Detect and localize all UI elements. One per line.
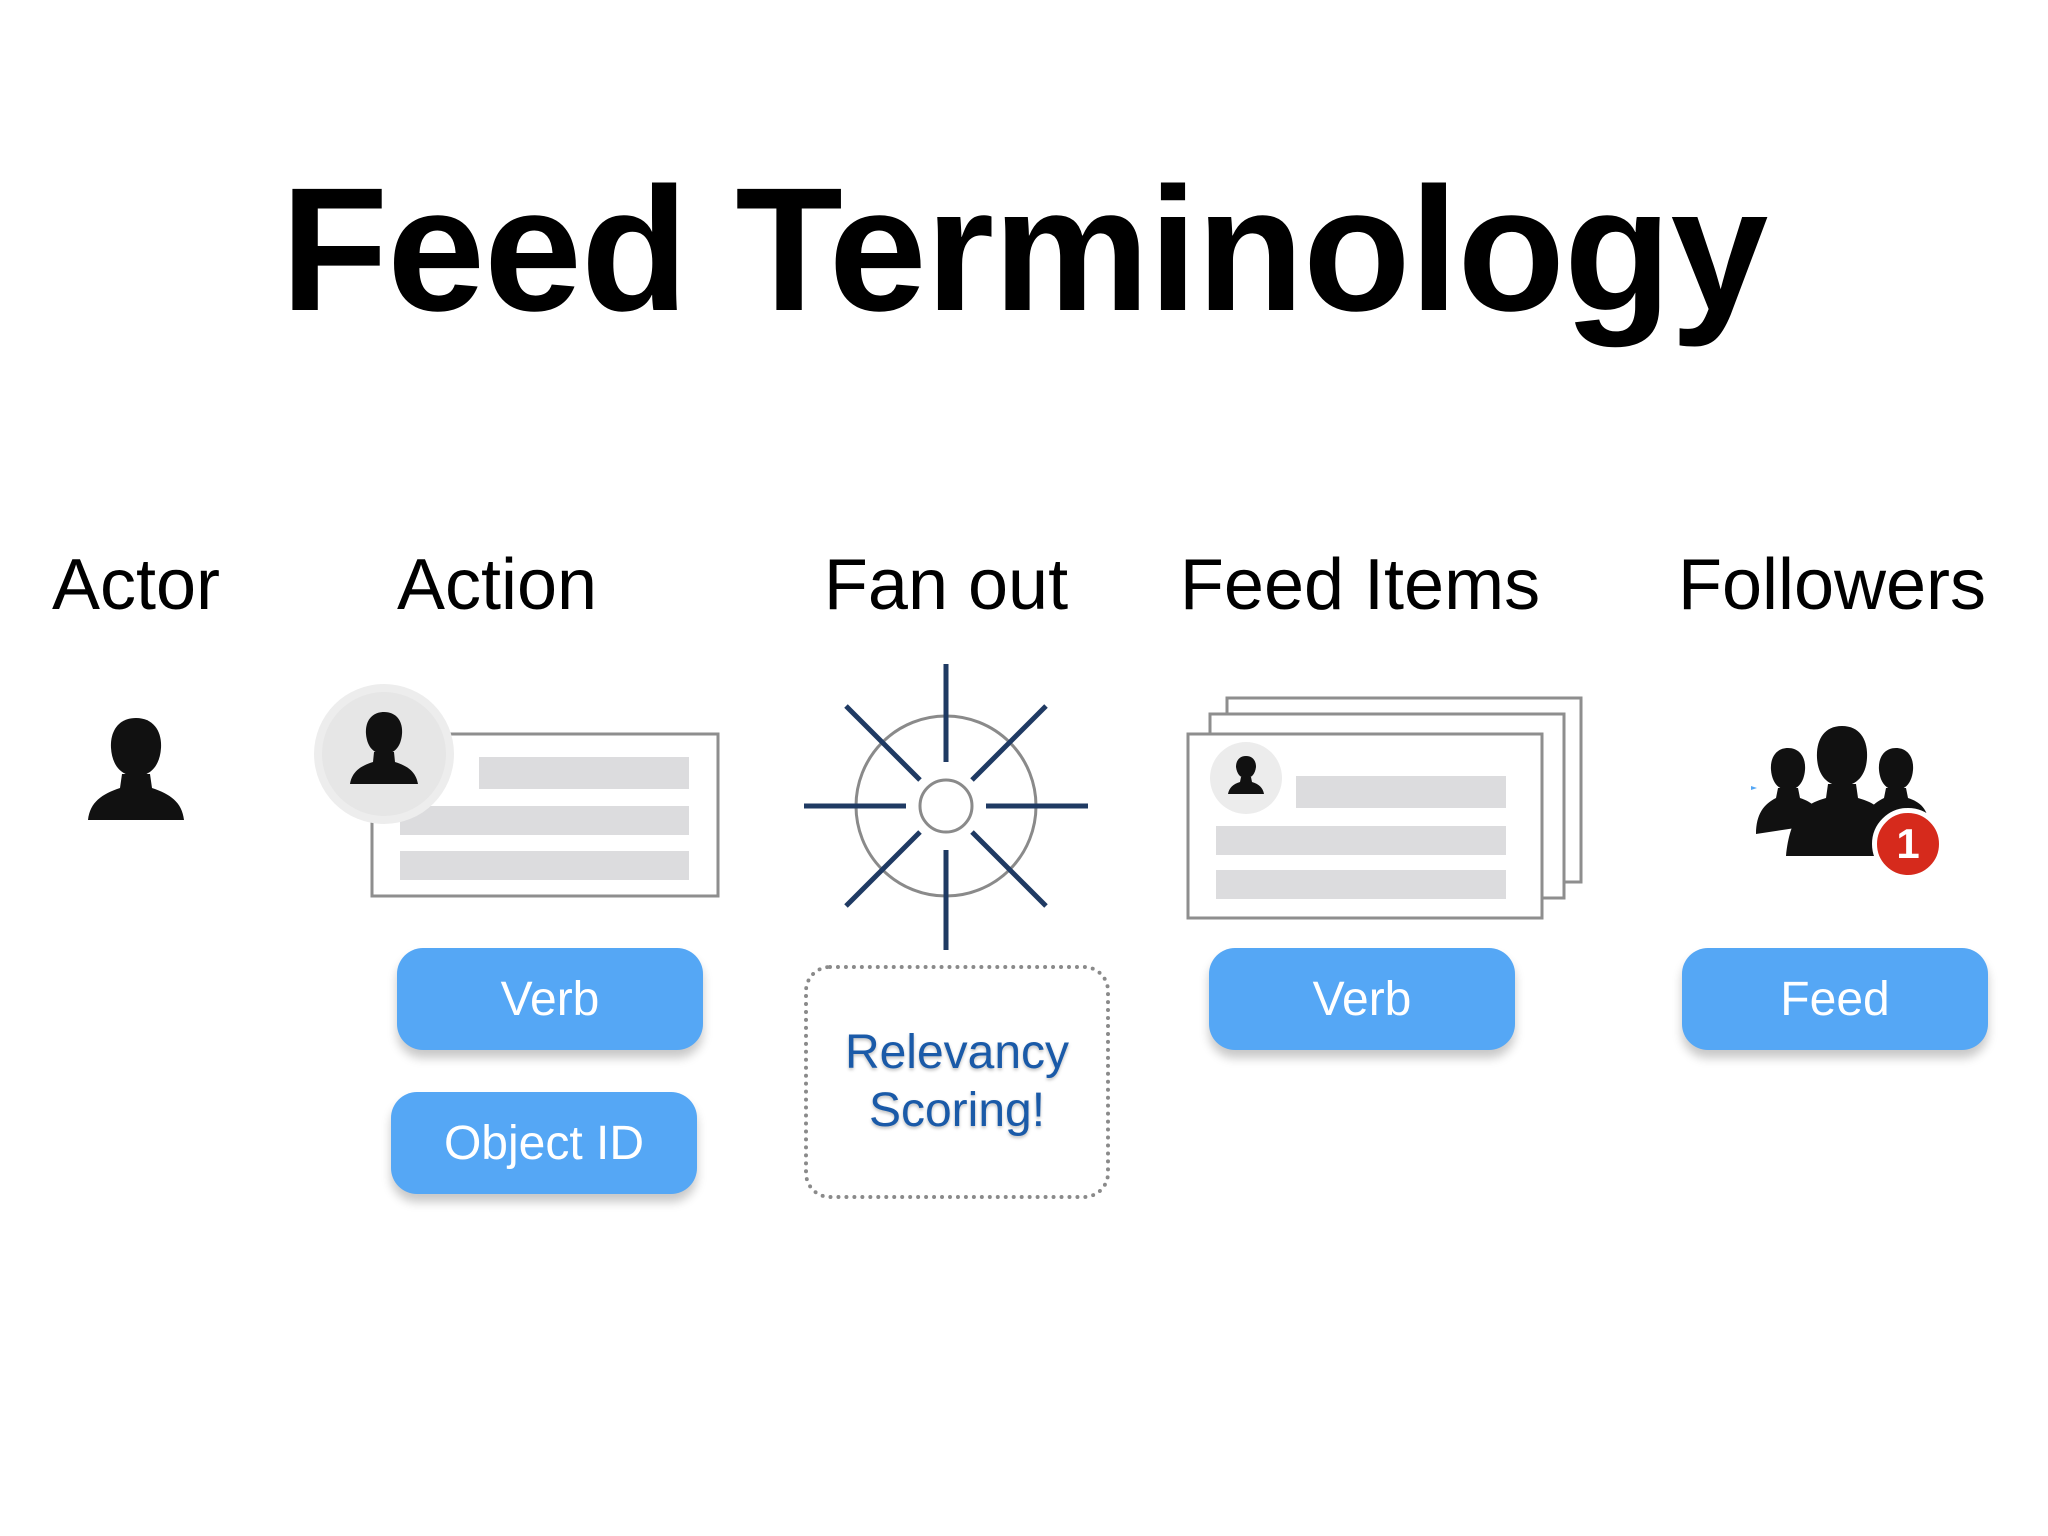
fan-out-burst-icon bbox=[804, 664, 1088, 950]
label-followers: Followers bbox=[1677, 545, 1987, 625]
label-actor: Actor bbox=[51, 545, 221, 625]
feed-items-verb-pill: Verb bbox=[1209, 948, 1515, 1050]
note-line-1: Relevancy bbox=[844, 1026, 1070, 1079]
label-action: Action bbox=[396, 545, 598, 625]
note-line-2: Scoring! bbox=[868, 1084, 1046, 1137]
stacked-cards-icon bbox=[1186, 696, 1583, 920]
activity-card-icon bbox=[314, 684, 720, 898]
relevancy-scoring-note: Relevancy Scoring! bbox=[804, 965, 1110, 1199]
notification-badge: 1 bbox=[1872, 808, 1944, 880]
label-feed-items: Feed Items bbox=[1179, 545, 1541, 625]
verb-pill: Verb bbox=[397, 948, 703, 1050]
person-silhouette-icon bbox=[88, 718, 184, 820]
slide-title: Feed Terminology bbox=[280, 152, 1769, 348]
label-fan-out: Fan out bbox=[823, 545, 1069, 625]
feed-pill: Feed bbox=[1682, 948, 1988, 1050]
object-id-pill: Object ID bbox=[391, 1092, 697, 1194]
